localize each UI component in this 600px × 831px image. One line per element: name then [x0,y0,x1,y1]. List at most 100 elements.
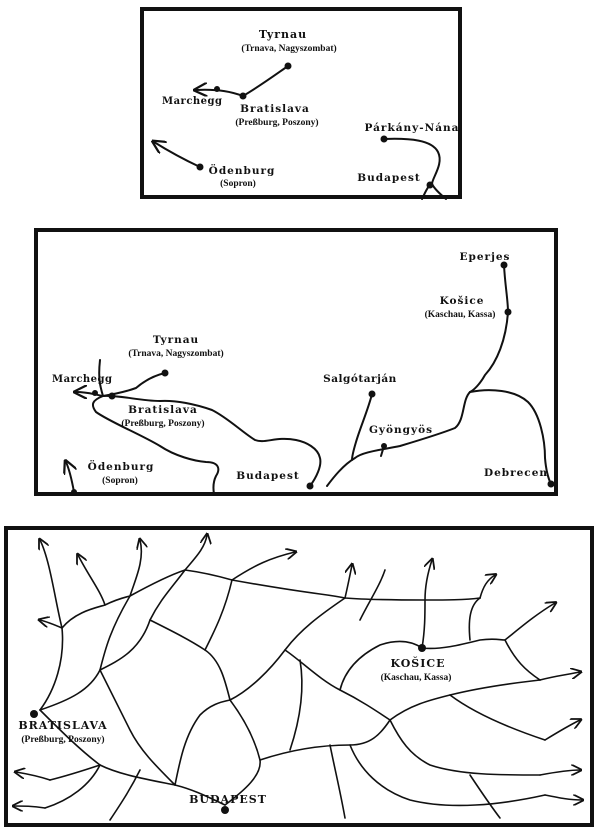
rail-line [99,669,176,786]
station-dot-tyrnau [284,62,292,70]
label-parkany-nana: Párkány-Nána [365,122,460,134]
label-gyongyos: Gyöngyös [369,424,433,436]
label-kosice-sub: (Kaschau, Kassa) [381,672,452,683]
label-odenburg: Ödenburg [209,163,276,177]
line-budapest-northeast [326,391,471,487]
rail-line [184,535,207,571]
line-north-spur [98,359,104,397]
station-dot-budapest [426,181,434,189]
rail-line [421,599,426,649]
label-bratislava: BRATISLAVA [18,719,107,732]
rail-line [14,806,46,808]
station-dot-gyongyos [381,443,387,449]
station-dot-bratislava [30,710,38,718]
rail-line [39,709,226,806]
label-budapest: BUDAPEST [189,793,267,806]
line-eperjes-kosice-south [469,264,509,393]
map-panel-3: KOŠICE (Kaschau, Kassa) BRATISLAVA (Preß… [4,526,594,827]
rail-line [468,597,481,641]
rail-line [421,638,506,650]
label-budapest: Budapest [236,470,299,482]
line-salgotarjan [351,393,373,461]
rail-line [349,744,546,807]
label-kosice: KOŠICE [390,656,445,670]
label-odenburg: Ödenburg [88,459,155,473]
line-odenburg-west [154,142,201,168]
rail-line [389,719,541,776]
rail-line [359,569,386,621]
rail-line [44,764,101,809]
rail-line [329,744,346,819]
rail-line [469,774,501,819]
rail-line [544,720,580,741]
map-panel-1: Tyrnau (Trnava, Nagyszombat) Marchegg Br… [140,7,462,200]
rail-line [539,770,580,776]
label-bratislava-sub: (Preßburg, Poszony) [121,418,204,429]
line-parkany-budapest [383,137,447,200]
label-debrecen: Debrecen [484,467,548,479]
station-dot-odenburg [196,163,204,171]
rail-line [78,555,106,606]
label-kosice: Košice [440,295,485,307]
map-panel-2: Eperjes Košice (Kaschau, Kassa) Tyrnau (… [34,228,558,496]
map-frame-3 [4,526,594,827]
rail-line [40,540,63,629]
rail-line [289,659,303,751]
station-dot-marchegg [92,390,98,396]
label-tyrnau-sub: (Trnava, Nagyszombat) [128,348,223,359]
rail-line [449,694,546,741]
rail-line [504,603,555,641]
station-dot-budapest [221,806,229,814]
label-bratislava: Bratislava [240,103,310,115]
label-kosice-sub: (Kaschau, Kassa) [425,309,496,320]
label-tyrnau: Tyrnau [259,28,307,41]
rail-line [344,565,352,599]
label-tyrnau: Tyrnau [153,334,199,346]
rail-line [129,540,141,597]
station-dot-kosice [418,644,426,652]
rail-line [479,575,495,599]
rail-line [544,794,582,800]
line-marchegg-west [76,392,104,396]
station-dot-debrecen [547,480,555,488]
station-dot-parkany [380,135,388,143]
rail-line [539,672,580,681]
rail-line [425,560,432,601]
label-tyrnau-sub: (Trnava, Nagyszombat) [241,43,336,54]
line-tyrnau-bratislava [242,65,289,97]
label-budapest: Budapest [357,172,420,184]
label-eperjes: Eperjes [460,251,511,263]
station-dot-salgotarjan [368,390,376,398]
station-dot-budapest [306,482,314,490]
label-bratislava-sub: (Preßburg, Poszony) [21,734,104,745]
station-dot-marchegg [214,86,220,92]
station-dot-kosice [504,308,512,316]
line-to-debrecen [469,389,552,485]
label-odenburg-sub: (Sopron) [220,178,256,189]
label-salgotarjan: Salgótarján [323,373,397,385]
rail-line [231,552,295,581]
rail-line [339,640,423,691]
dense-rail-network [14,535,582,821]
rail-line [204,579,233,651]
rail-line [39,569,233,711]
label-marchegg: Marchegg [162,96,223,107]
rail-line [49,764,101,781]
line-southwest-loop [91,395,220,495]
station-dot-odenburg [71,489,77,495]
map-frame-2 [34,228,558,496]
station-dot-bratislava [108,392,116,400]
label-bratislava-sub: (Preßburg, Poszony) [235,117,318,128]
rail-line [504,639,541,681]
rail-line [109,769,141,821]
station-dot-bratislava [239,92,247,100]
label-odenburg-sub: (Sopron) [102,475,138,486]
rail-line [16,772,51,781]
line-budapest-bratislava [102,394,322,487]
label-marchegg: Marchegg [52,374,113,385]
label-bratislava: Bratislava [128,404,198,416]
station-dot-tyrnau [161,369,169,377]
station-dot-eperjes [500,261,508,269]
rail-line [40,620,63,629]
